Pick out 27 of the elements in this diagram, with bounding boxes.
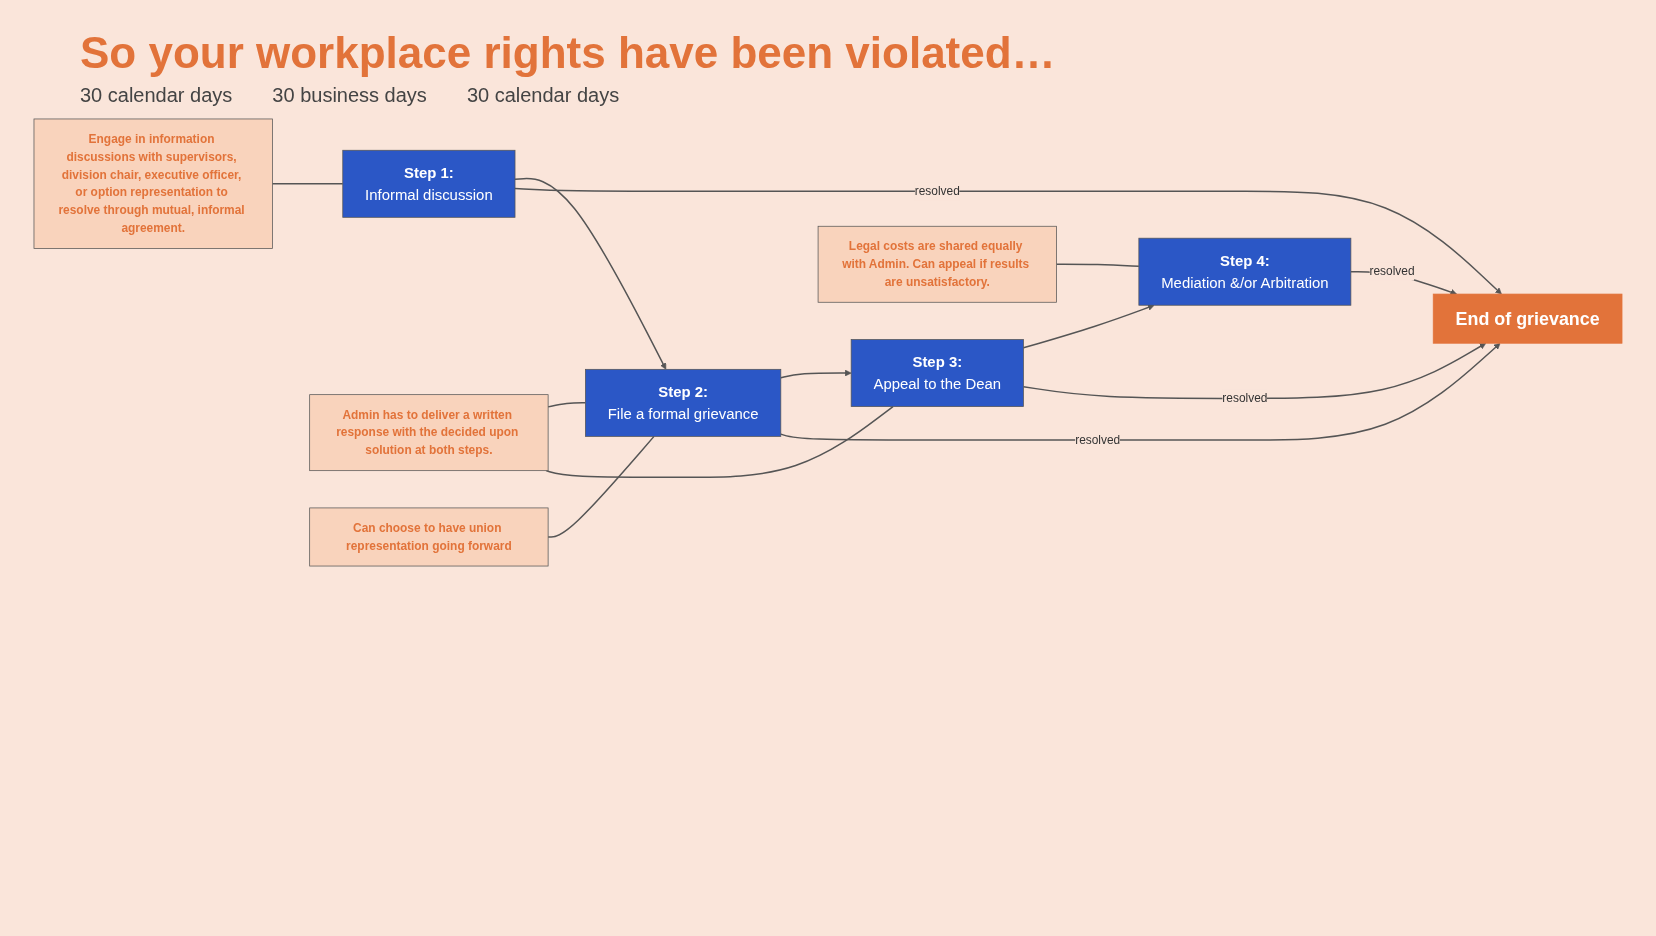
node-box: Step 4: Mediation &/or Arbitration xyxy=(1138,237,1352,306)
node-box: Step 1: Informal discussion xyxy=(342,149,516,218)
title: So your workplace rights have been violated… xyxy=(80,28,1057,78)
connector xyxy=(547,435,655,538)
connector xyxy=(547,402,587,408)
edge-label: resolved xyxy=(1075,433,1121,447)
node-box: Legal costs are shared equally with Admin. Can appeal if results are unsatisfactory. xyxy=(817,225,1057,303)
node-box: Engage in information discussions with supervisors, division chair, executive officer, or option representation to resolve through mutual, informal agreement. xyxy=(33,118,273,249)
arrow xyxy=(1022,304,1155,349)
connector xyxy=(271,183,344,185)
connector xyxy=(1055,263,1140,268)
edge-label: resolved xyxy=(1369,265,1415,278)
arrow xyxy=(780,369,852,379)
node-box: Admin has to deliver a written response with the decided upon solution at both steps. xyxy=(309,394,549,472)
arrow xyxy=(780,342,1501,441)
duration-label: 30 business days xyxy=(272,84,427,107)
node-box: End of grievance xyxy=(1432,293,1623,344)
connector xyxy=(545,405,894,479)
edge-label: resolved xyxy=(914,184,960,198)
edge-label: resolved xyxy=(1222,391,1268,405)
duration-label: 30 calendar days xyxy=(466,84,620,107)
duration-label: 30 calendar days xyxy=(80,84,233,107)
node-box: Step 2: File a formal grievance xyxy=(585,368,782,437)
node-box: Can choose to have union representation going forward xyxy=(309,507,549,567)
node-box: Step 3: Appeal to the Dean xyxy=(850,339,1024,407)
arrow xyxy=(514,177,667,370)
arrow xyxy=(1022,342,1487,400)
